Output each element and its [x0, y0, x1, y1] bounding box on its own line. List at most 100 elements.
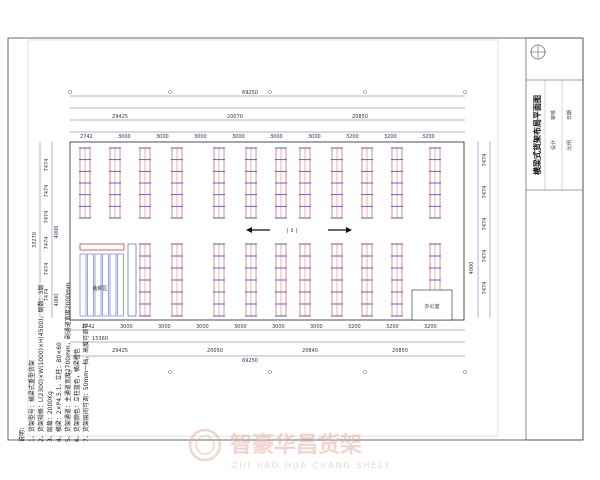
note-item: 3、层载：2000Kg: [46, 391, 54, 442]
dim-seg-bottom: 29425: [112, 348, 128, 354]
notes-heading: 说明：: [18, 424, 26, 442]
dim-seg-top: 20070: [227, 114, 243, 120]
title-block-row: 审核: [550, 110, 557, 120]
note-item: 4、横梁：2×P4.5.1，立柱：80×60: [55, 342, 63, 442]
row-dim-right: 7474: [482, 250, 488, 263]
axis-marker: [268, 370, 272, 374]
axis-marker: [363, 90, 367, 94]
loading-zone: 装卸区: [79, 243, 137, 317]
drawing-title: 横梁式货架布局平面图: [532, 95, 542, 175]
title-block-row: 比例: [566, 140, 573, 150]
bay-span-label: 3000: [308, 134, 321, 140]
loading-label: 装卸区: [92, 285, 107, 292]
rack-lower: [331, 243, 343, 317]
rack-lower: [139, 243, 151, 317]
bay-span-label: 2742: [80, 134, 93, 140]
rack-upper: [245, 147, 257, 219]
rack-upper: [109, 147, 121, 219]
dim-total-bottom: 69250: [242, 358, 258, 364]
row-dim-left: 7474: [44, 185, 50, 198]
row-dim-right: 7474: [482, 154, 488, 167]
note-item: 6、货架颜色：立柱蓝色，横梁橙色: [73, 348, 81, 442]
dim-seg-top: 29425: [112, 114, 128, 120]
rack-upper: [361, 147, 373, 219]
bay-span-label: 3000: [232, 134, 245, 140]
bay-span-label: 3000: [270, 134, 283, 140]
dim-side-mark: 4000: [54, 226, 60, 239]
dim-side-mark: 4000: [469, 262, 475, 275]
rack-lower: [299, 243, 311, 317]
dim-seg-bottom: 20850: [392, 348, 408, 354]
rack-group: [79, 147, 441, 317]
dimension-left: [39, 142, 53, 318]
bay-span-label: 3200: [424, 324, 437, 330]
row-dim-left: 7474: [44, 211, 50, 224]
watermark-en: ZHI HAO HUA CHANG SHELF: [232, 461, 391, 470]
note-item: 1、货架型号：横梁式重型货架: [28, 360, 36, 442]
dim-side-mark: 33270: [32, 232, 38, 248]
row-dim-left: 7474: [44, 289, 50, 302]
rack-upper: [331, 147, 343, 219]
row-dim-right: 7474: [482, 186, 488, 199]
dim-left-span: 15360: [92, 336, 108, 342]
arrow-left-icon: [246, 227, 252, 233]
title-block-row: 设计: [550, 140, 557, 150]
title-block: 横梁式货架布局平面图 设计 审核 比例 日期: [525, 37, 584, 441]
axis-marker: [268, 90, 272, 94]
dim-side-mark: 4000: [54, 294, 60, 307]
axis-marker: [363, 370, 367, 374]
office-label: 办公室: [424, 303, 439, 310]
row-dim-left: 7474: [44, 263, 50, 276]
rack-lower: [213, 243, 225, 317]
bay-span-label: 3200: [346, 134, 359, 140]
bay-span-label: 3000: [196, 324, 209, 330]
bay-span-label: 3200: [348, 324, 361, 330]
row-dim-right: 7474: [482, 282, 488, 295]
axis-marker: [68, 90, 72, 94]
drawing-frame: [7, 37, 584, 441]
dim-total-top: 69250: [242, 90, 258, 96]
watermark-logo-icon: [188, 428, 222, 462]
drawing-inner-frame: [27, 39, 499, 437]
rack-lower: [361, 243, 373, 317]
bay-span-label: 3000: [118, 134, 131, 140]
watermark: 智豪华昌货架 ZHI HAO HUA CHANG SHELF: [188, 428, 391, 470]
note-item: 5、货架通道：主通道宽度2700mm，副通道宽度2000mm: [64, 282, 72, 442]
rack-upper: [299, 147, 311, 219]
axis-marker: [463, 90, 467, 94]
rack-lower: [391, 243, 403, 317]
bay-span-label: 3000: [120, 324, 133, 330]
dimension-right: [477, 142, 491, 318]
bay-span-label: 3000: [158, 324, 171, 330]
dim-seg-top: 20850: [352, 114, 368, 120]
rack-upper: [139, 147, 151, 219]
bay-span-label: 3000: [194, 134, 207, 140]
row-dim-left: 7474: [44, 237, 50, 250]
bay-span-label: 3000: [272, 324, 285, 330]
rack-upper: [79, 147, 91, 219]
bay-span-label: 3000: [234, 324, 247, 330]
axis-marker: [463, 370, 467, 374]
row-dim-right: 7474: [482, 218, 488, 231]
rack-upper: [429, 147, 441, 219]
watermark-cn: 智豪华昌货架: [230, 432, 362, 458]
bay-span-label: 3200: [386, 324, 399, 330]
row-dim-left: 7474: [44, 159, 50, 172]
rack-upper: [171, 147, 183, 219]
dimension-top: [70, 95, 465, 133]
dim-seg-bottom: 20050: [207, 348, 223, 354]
bay-span-label: 3000: [156, 134, 169, 140]
arrow-right-icon: [346, 227, 352, 233]
office-box: [411, 289, 453, 321]
rack-upper: [391, 147, 403, 219]
note-item: 2、货架规格：L(2300)×W(1000)×H(4500)，层数：3层: [37, 285, 45, 442]
grid-axes: [68, 90, 467, 374]
rack-upper: [213, 147, 225, 219]
dim-seg-bottom: 20840: [302, 348, 318, 354]
aisle-label: | ↕ |: [287, 228, 298, 234]
bay-span-label: 3200: [384, 134, 397, 140]
note-item: 7、货架层间可调：50mm一档，高度可调节: [82, 323, 90, 442]
bay-span-label: 3000: [310, 324, 323, 330]
rack-upper: [275, 147, 287, 219]
axis-marker: [168, 370, 172, 374]
